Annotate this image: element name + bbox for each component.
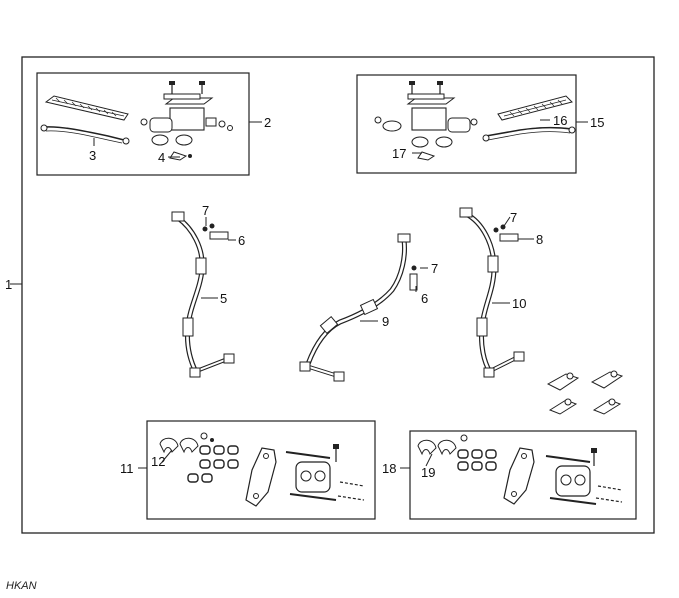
footer-code: HKAN	[6, 580, 37, 592]
brake-hose-brackets-icon	[546, 370, 624, 415]
right-brake-hose-icon	[459, 207, 525, 378]
callout-1: 1	[5, 277, 12, 292]
left-caliper-body-icon	[285, 444, 365, 501]
right-brake-lever-icon	[482, 95, 576, 142]
left-seal-kit-icon	[187, 445, 239, 483]
callout-10: 10	[512, 296, 526, 311]
right-brake-pads-icon	[417, 434, 468, 456]
callout-6-left: 6	[238, 233, 245, 248]
callout-4: 4	[158, 150, 165, 165]
left-brake-lever-icon	[40, 95, 130, 145]
right-caliper-box	[409, 430, 637, 520]
right-master-cylinder-box	[356, 74, 577, 174]
right-caliper-body-icon	[545, 448, 623, 505]
callout-19: 19	[421, 465, 435, 480]
left-caliper-box	[146, 420, 376, 520]
right-seal-kit-icon	[457, 449, 497, 471]
callout-15: 15	[590, 115, 604, 130]
left-master-cylinder-box	[36, 72, 250, 176]
callout-7-right: 7	[510, 210, 517, 225]
middle-brake-hose-icon	[299, 233, 418, 382]
right-caliper-bracket-icon	[503, 447, 535, 505]
left-brake-hose-icon	[171, 211, 235, 378]
left-caliper-bracket-icon	[245, 447, 277, 507]
callout-11: 11	[120, 461, 134, 476]
callout-18: 18	[382, 461, 396, 476]
right-master-cylinder-icon	[374, 81, 478, 161]
callout-17: 17	[392, 146, 406, 161]
callout-6-middle: 6	[421, 291, 428, 306]
callout-5: 5	[220, 291, 227, 306]
callout-12: 12	[151, 454, 165, 469]
leader-lines	[10, 119, 588, 469]
assembly-frame	[21, 56, 655, 534]
left-brake-pads-icon	[159, 432, 214, 454]
callout-3: 3	[89, 148, 96, 163]
callout-7-middle: 7	[431, 261, 438, 276]
left-master-cylinder-icon	[140, 81, 233, 161]
callout-8: 8	[536, 232, 543, 247]
callout-16: 16	[553, 113, 567, 128]
callout-7-left: 7	[202, 203, 209, 218]
callout-9: 9	[382, 314, 389, 329]
callout-2: 2	[264, 115, 271, 130]
